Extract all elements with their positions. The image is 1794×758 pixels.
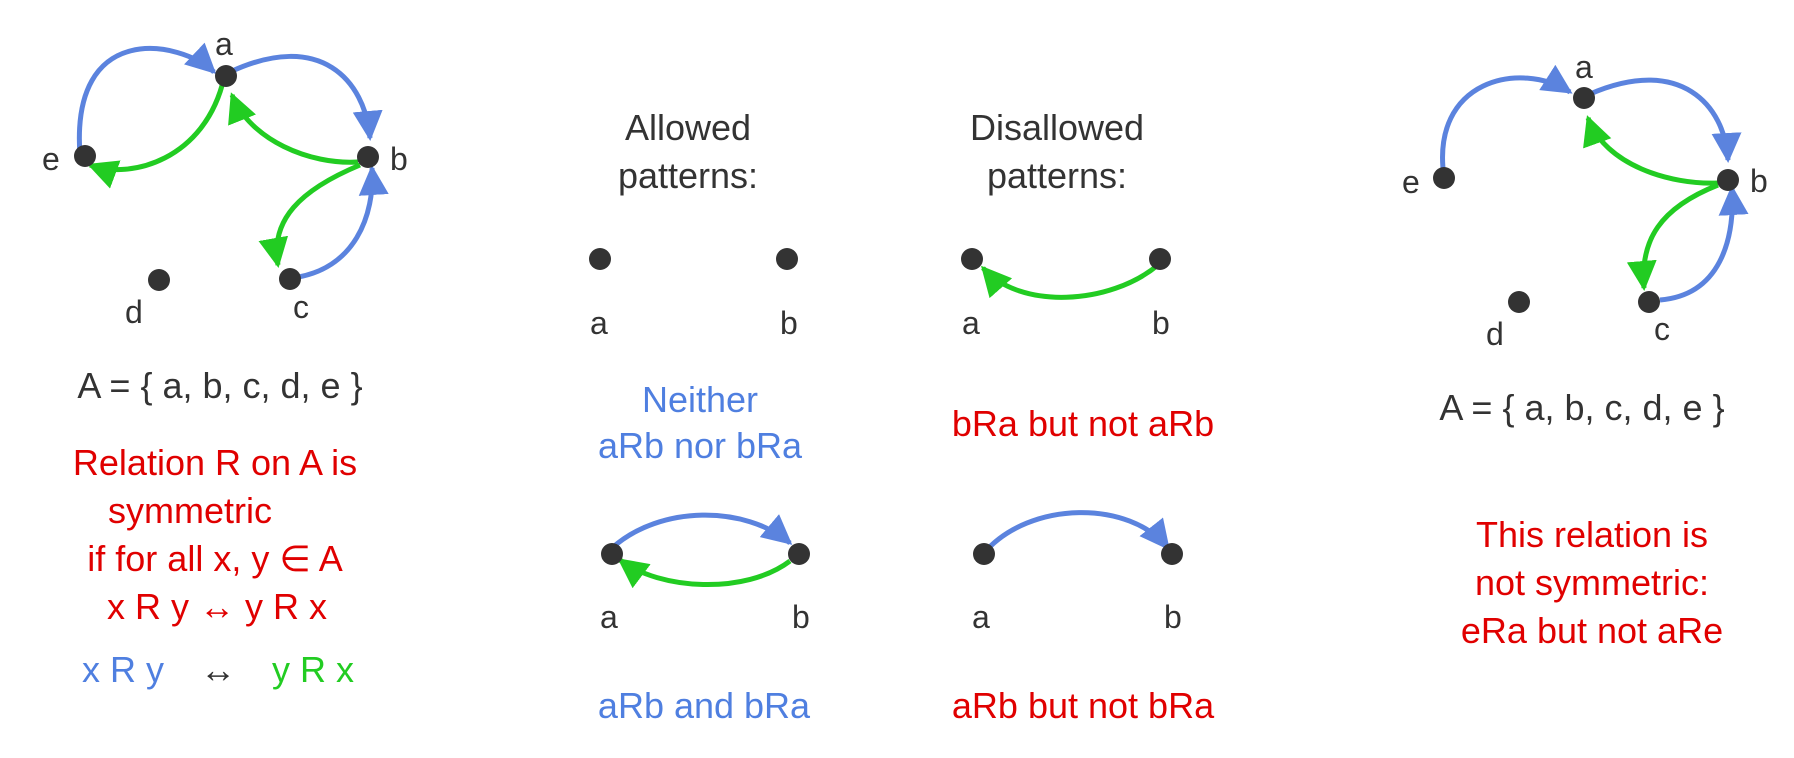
neither-label-a: a (590, 305, 608, 341)
arb-node-b (1161, 543, 1183, 565)
r-node-d (1508, 291, 1530, 313)
edge-a-e (87, 77, 227, 189)
r-label-e: e (1402, 164, 1420, 200)
conclusion-line-3: eRa but not aRe (1461, 610, 1723, 651)
r-node-c (1638, 291, 1660, 313)
r-edge-a-b (1589, 77, 1742, 163)
disallowed-patterns: Disallowed patterns: a b bRa but not aRb… (952, 107, 1215, 726)
bra-label-b: b (1152, 305, 1170, 341)
left-graph: a b c d e A = { a, b, c, d, e } Relation… (42, 26, 408, 690)
label-c: c (293, 289, 309, 325)
arb-caption: aRb but not bRa (952, 685, 1215, 726)
arb-label-b: b (1164, 599, 1182, 635)
neither-label-b: b (780, 305, 798, 341)
node-c (279, 268, 301, 290)
r-node-b (1717, 169, 1739, 191)
edge-b-c (258, 162, 361, 268)
definition-line-2: symmetric (108, 490, 272, 531)
both-label-a: a (600, 599, 618, 635)
conclusion-line-1: This relation is (1476, 514, 1708, 555)
disallowed-title-line-2: patterns: (987, 155, 1127, 196)
label-a: a (215, 26, 233, 62)
both-node-a (601, 543, 623, 565)
r-node-a (1573, 87, 1595, 109)
arb-label-a: a (972, 599, 990, 635)
r-node-e (1433, 167, 1455, 189)
r-edge-b-a (1583, 115, 1719, 186)
left-set-text: A = { a, b, c, d, e } (77, 365, 362, 406)
arb-node-a (973, 543, 995, 565)
both-edge-b-a (617, 557, 792, 589)
both-label-b: b (792, 599, 810, 635)
legend-xry: x R y (82, 649, 164, 690)
edge-b-a (228, 92, 359, 165)
definition-line-3: if for all x, y ∈ A (87, 538, 342, 579)
r-label-d: d (1486, 316, 1504, 352)
definition-line-4: x R y ↔ y R x (107, 586, 327, 627)
neither-caption-line-2: aRb nor bRa (598, 425, 803, 466)
node-e (74, 145, 96, 167)
bra-node-a (961, 248, 983, 270)
r-label-c: c (1654, 311, 1670, 347)
allowed-patterns: Allowed patterns: a b Neither aRb nor bR… (589, 107, 811, 726)
r-edge-b-c (1626, 182, 1719, 291)
neither-node-a (589, 248, 611, 270)
bra-caption: bRa but not aRb (952, 403, 1214, 444)
bra-edge-b-a (981, 263, 1160, 300)
both-edge-a-b (610, 512, 793, 550)
label-d: d (125, 294, 143, 330)
legend-yrx: y R x (272, 649, 354, 690)
neither-node-b (776, 248, 798, 270)
both-caption: aRb and bRa (598, 685, 811, 726)
both-node-b (788, 543, 810, 565)
disallowed-title-line-1: Disallowed (970, 107, 1144, 148)
node-a (215, 65, 237, 87)
right-graph: a b c d e A = { a, b, c, d, e } This rel… (1402, 49, 1768, 651)
definition-line-1: Relation R on A is (73, 442, 357, 483)
label-e: e (42, 141, 60, 177)
neither-caption-line-1: Neither (642, 379, 758, 420)
node-b (357, 146, 379, 168)
bra-node-b (1149, 248, 1171, 270)
conclusion-line-2: not symmetric: (1475, 562, 1709, 603)
r-edge-e-a (1440, 64, 1573, 178)
r-edge-c-b (1659, 185, 1749, 303)
label-b: b (390, 141, 408, 177)
allowed-title-line-1: Allowed (625, 107, 751, 148)
right-set-text: A = { a, b, c, d, e } (1439, 387, 1724, 428)
edge-e-a (76, 42, 217, 156)
r-label-b: b (1750, 163, 1768, 199)
edge-c-b (291, 165, 389, 281)
node-d (148, 269, 170, 291)
r-label-a: a (1575, 49, 1593, 85)
arb-edge-a-b (982, 510, 1170, 555)
legend-arrow: ↔ (200, 649, 236, 690)
bra-label-a: a (962, 305, 980, 341)
allowed-title-line-2: patterns: (618, 155, 758, 196)
edge-a-b (228, 53, 383, 141)
